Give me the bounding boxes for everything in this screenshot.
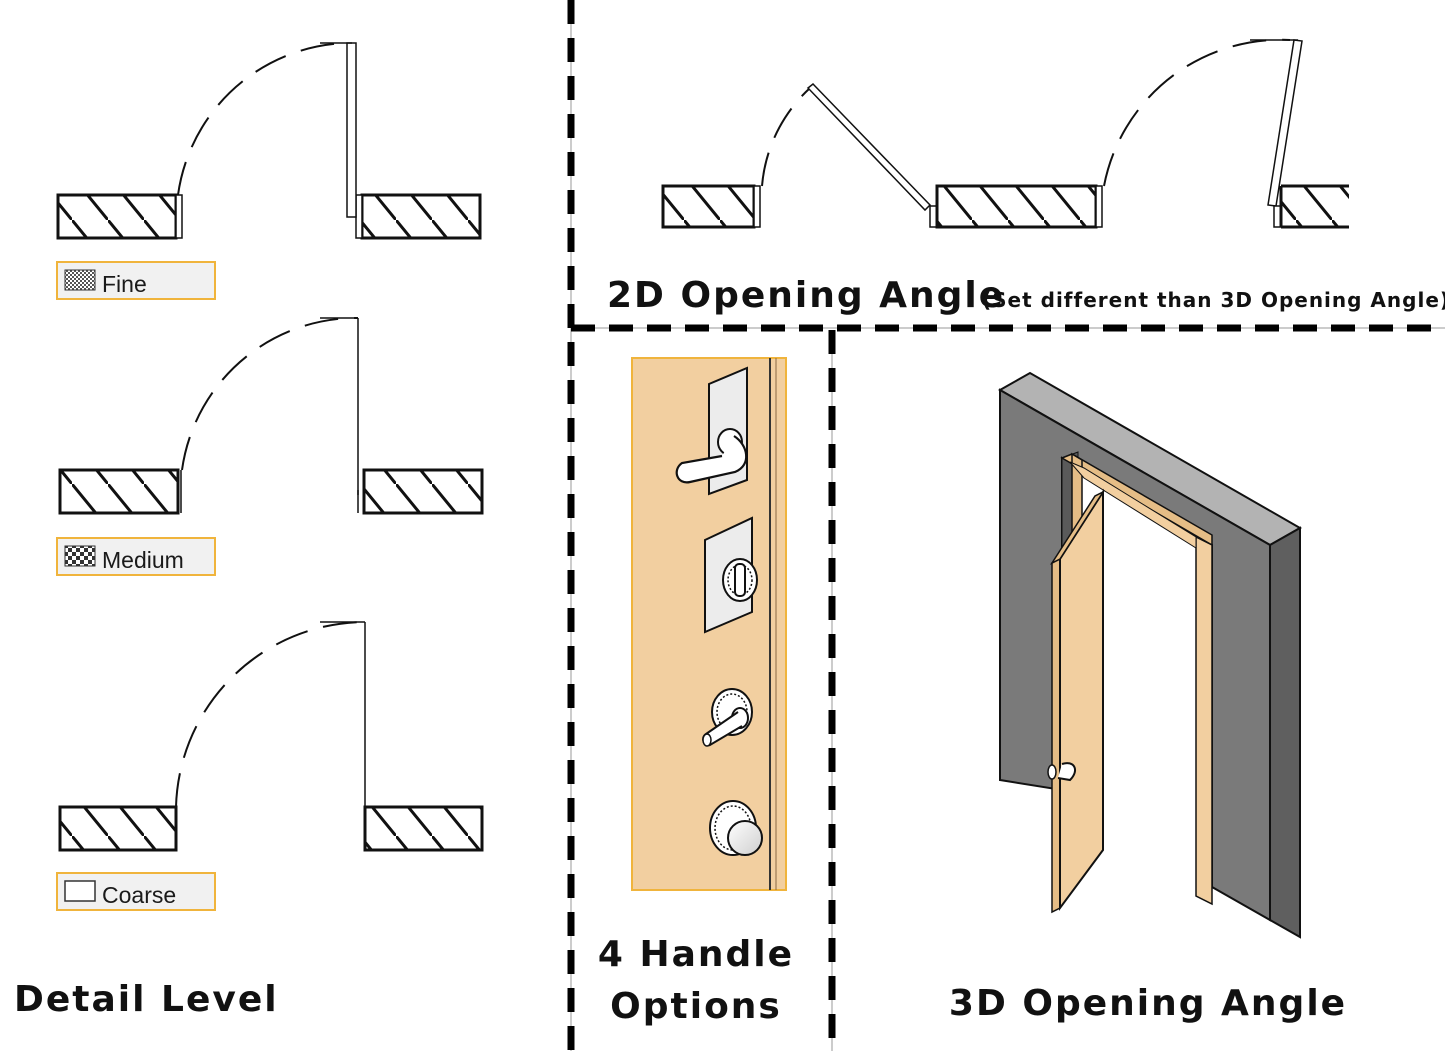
lever-handle-icon[interactable]	[675, 366, 748, 496]
door-handle-icon	[1057, 762, 1077, 782]
thumbturn-lock-icon[interactable]	[704, 516, 758, 634]
lever-rosette-icon[interactable]	[702, 688, 753, 747]
detail-level-label: Coarse	[102, 882, 176, 908]
detail-level-title: Detail Level	[14, 979, 279, 1020]
opening-2d-plan-1	[661, 87, 811, 229]
detail-level-medium-button[interactable]: Medium	[56, 537, 216, 576]
opening-3d-title: 3D Opening Angle	[949, 983, 1347, 1024]
opening-2d-plan-3	[1103, 38, 1349, 229]
fine-plan-view	[56, 42, 482, 240]
opening-2d-title: 2D Opening Angle	[607, 275, 1005, 316]
medium-pattern-icon	[64, 545, 96, 567]
detail-level-fine-button[interactable]: Fine	[56, 261, 216, 300]
fine-pattern-icon	[64, 269, 96, 291]
opening-2d-note: (Set different than 3D Opening Angle)	[982, 288, 1445, 312]
detail-level-coarse-button[interactable]: Coarse	[56, 872, 216, 911]
handles-title-line2: Options	[610, 986, 782, 1027]
medium-plan-view	[58, 316, 484, 515]
opening-2d-plan-2	[806, 82, 1103, 229]
handles-title-line1: 4 Handle	[598, 934, 794, 975]
coarse-pattern-icon	[64, 880, 96, 902]
knob-handle-icon[interactable]	[709, 800, 763, 856]
section-dividers	[567, 0, 1445, 1051]
detail-level-label: Fine	[102, 271, 147, 297]
detail-level-label: Medium	[102, 547, 184, 573]
coarse-plan-view	[58, 621, 484, 852]
opening-3d-view	[997, 371, 1303, 939]
